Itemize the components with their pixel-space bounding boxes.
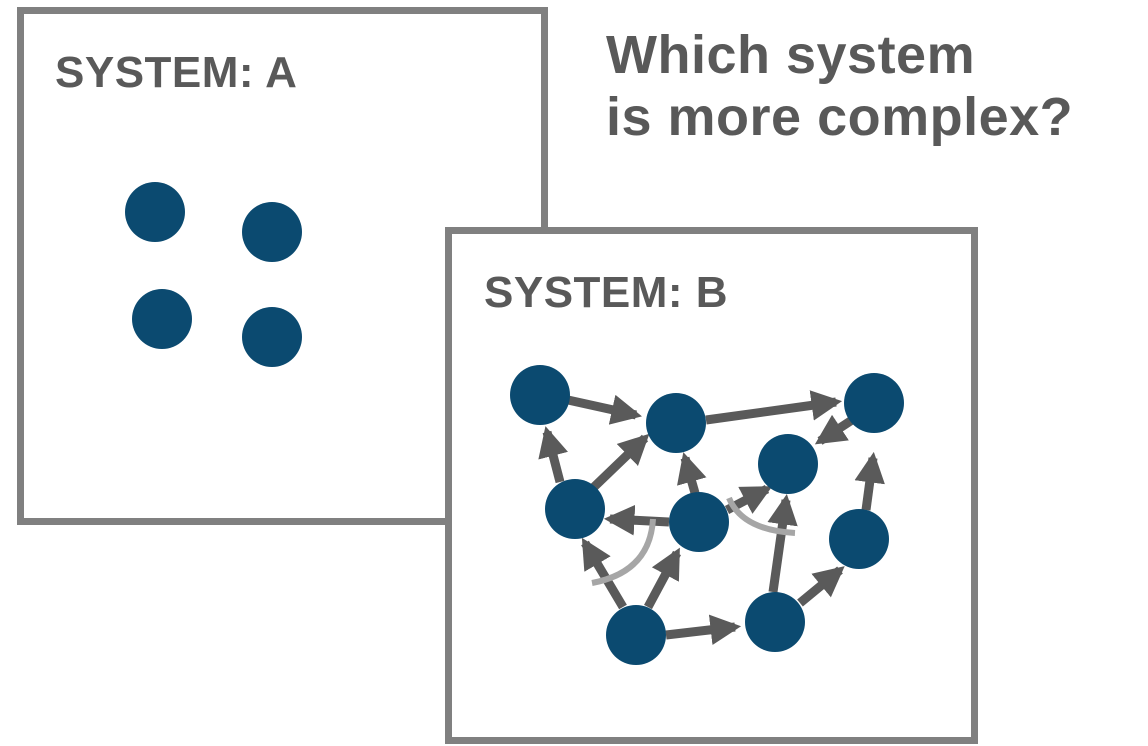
- edge-n5-n1: [538, 426, 568, 484]
- question-line-1: Which system: [606, 25, 976, 85]
- edge-n7-n8: [797, 566, 845, 607]
- edge-n5-n2: [590, 433, 650, 491]
- edge-n7-n4: [767, 493, 798, 593]
- edge-n6-n5: [603, 504, 670, 536]
- node-b9: [606, 605, 666, 665]
- edge-n9-n7: [665, 614, 742, 646]
- node-a4: [242, 307, 302, 367]
- node-b5: [545, 479, 605, 539]
- system-b-title: SYSTEM: B: [484, 268, 729, 317]
- node-a1: [125, 182, 185, 242]
- edge-n9-n6: [644, 547, 681, 610]
- feedback-arc-right: [726, 496, 796, 536]
- node-b8: [829, 509, 889, 569]
- node-b2: [646, 393, 706, 453]
- question-line-2: is more complex?: [606, 87, 1074, 147]
- network-nodes: [510, 365, 904, 665]
- system-a-title: SYSTEM: A: [55, 48, 298, 97]
- node-a2: [242, 202, 302, 262]
- node-b6: [669, 492, 729, 552]
- node-b1: [510, 365, 570, 425]
- edge-n8-n3: [854, 451, 885, 511]
- edge-n6-n2: [677, 452, 707, 495]
- system-b-panel: SYSTEM: B: [445, 227, 978, 744]
- edge-n9-n5: [581, 537, 627, 610]
- node-b4: [758, 434, 818, 494]
- edge-n3-n4: [814, 414, 855, 445]
- node-b3: [844, 373, 904, 433]
- question-text: Which system is more complex?: [606, 24, 1073, 148]
- node-a3: [132, 289, 192, 349]
- node-b7: [745, 592, 805, 652]
- edge-n1-n2: [567, 394, 642, 425]
- feedback-arc-left: [591, 518, 656, 586]
- edge-n2-n3: [705, 390, 843, 425]
- network-edges: [538, 390, 885, 646]
